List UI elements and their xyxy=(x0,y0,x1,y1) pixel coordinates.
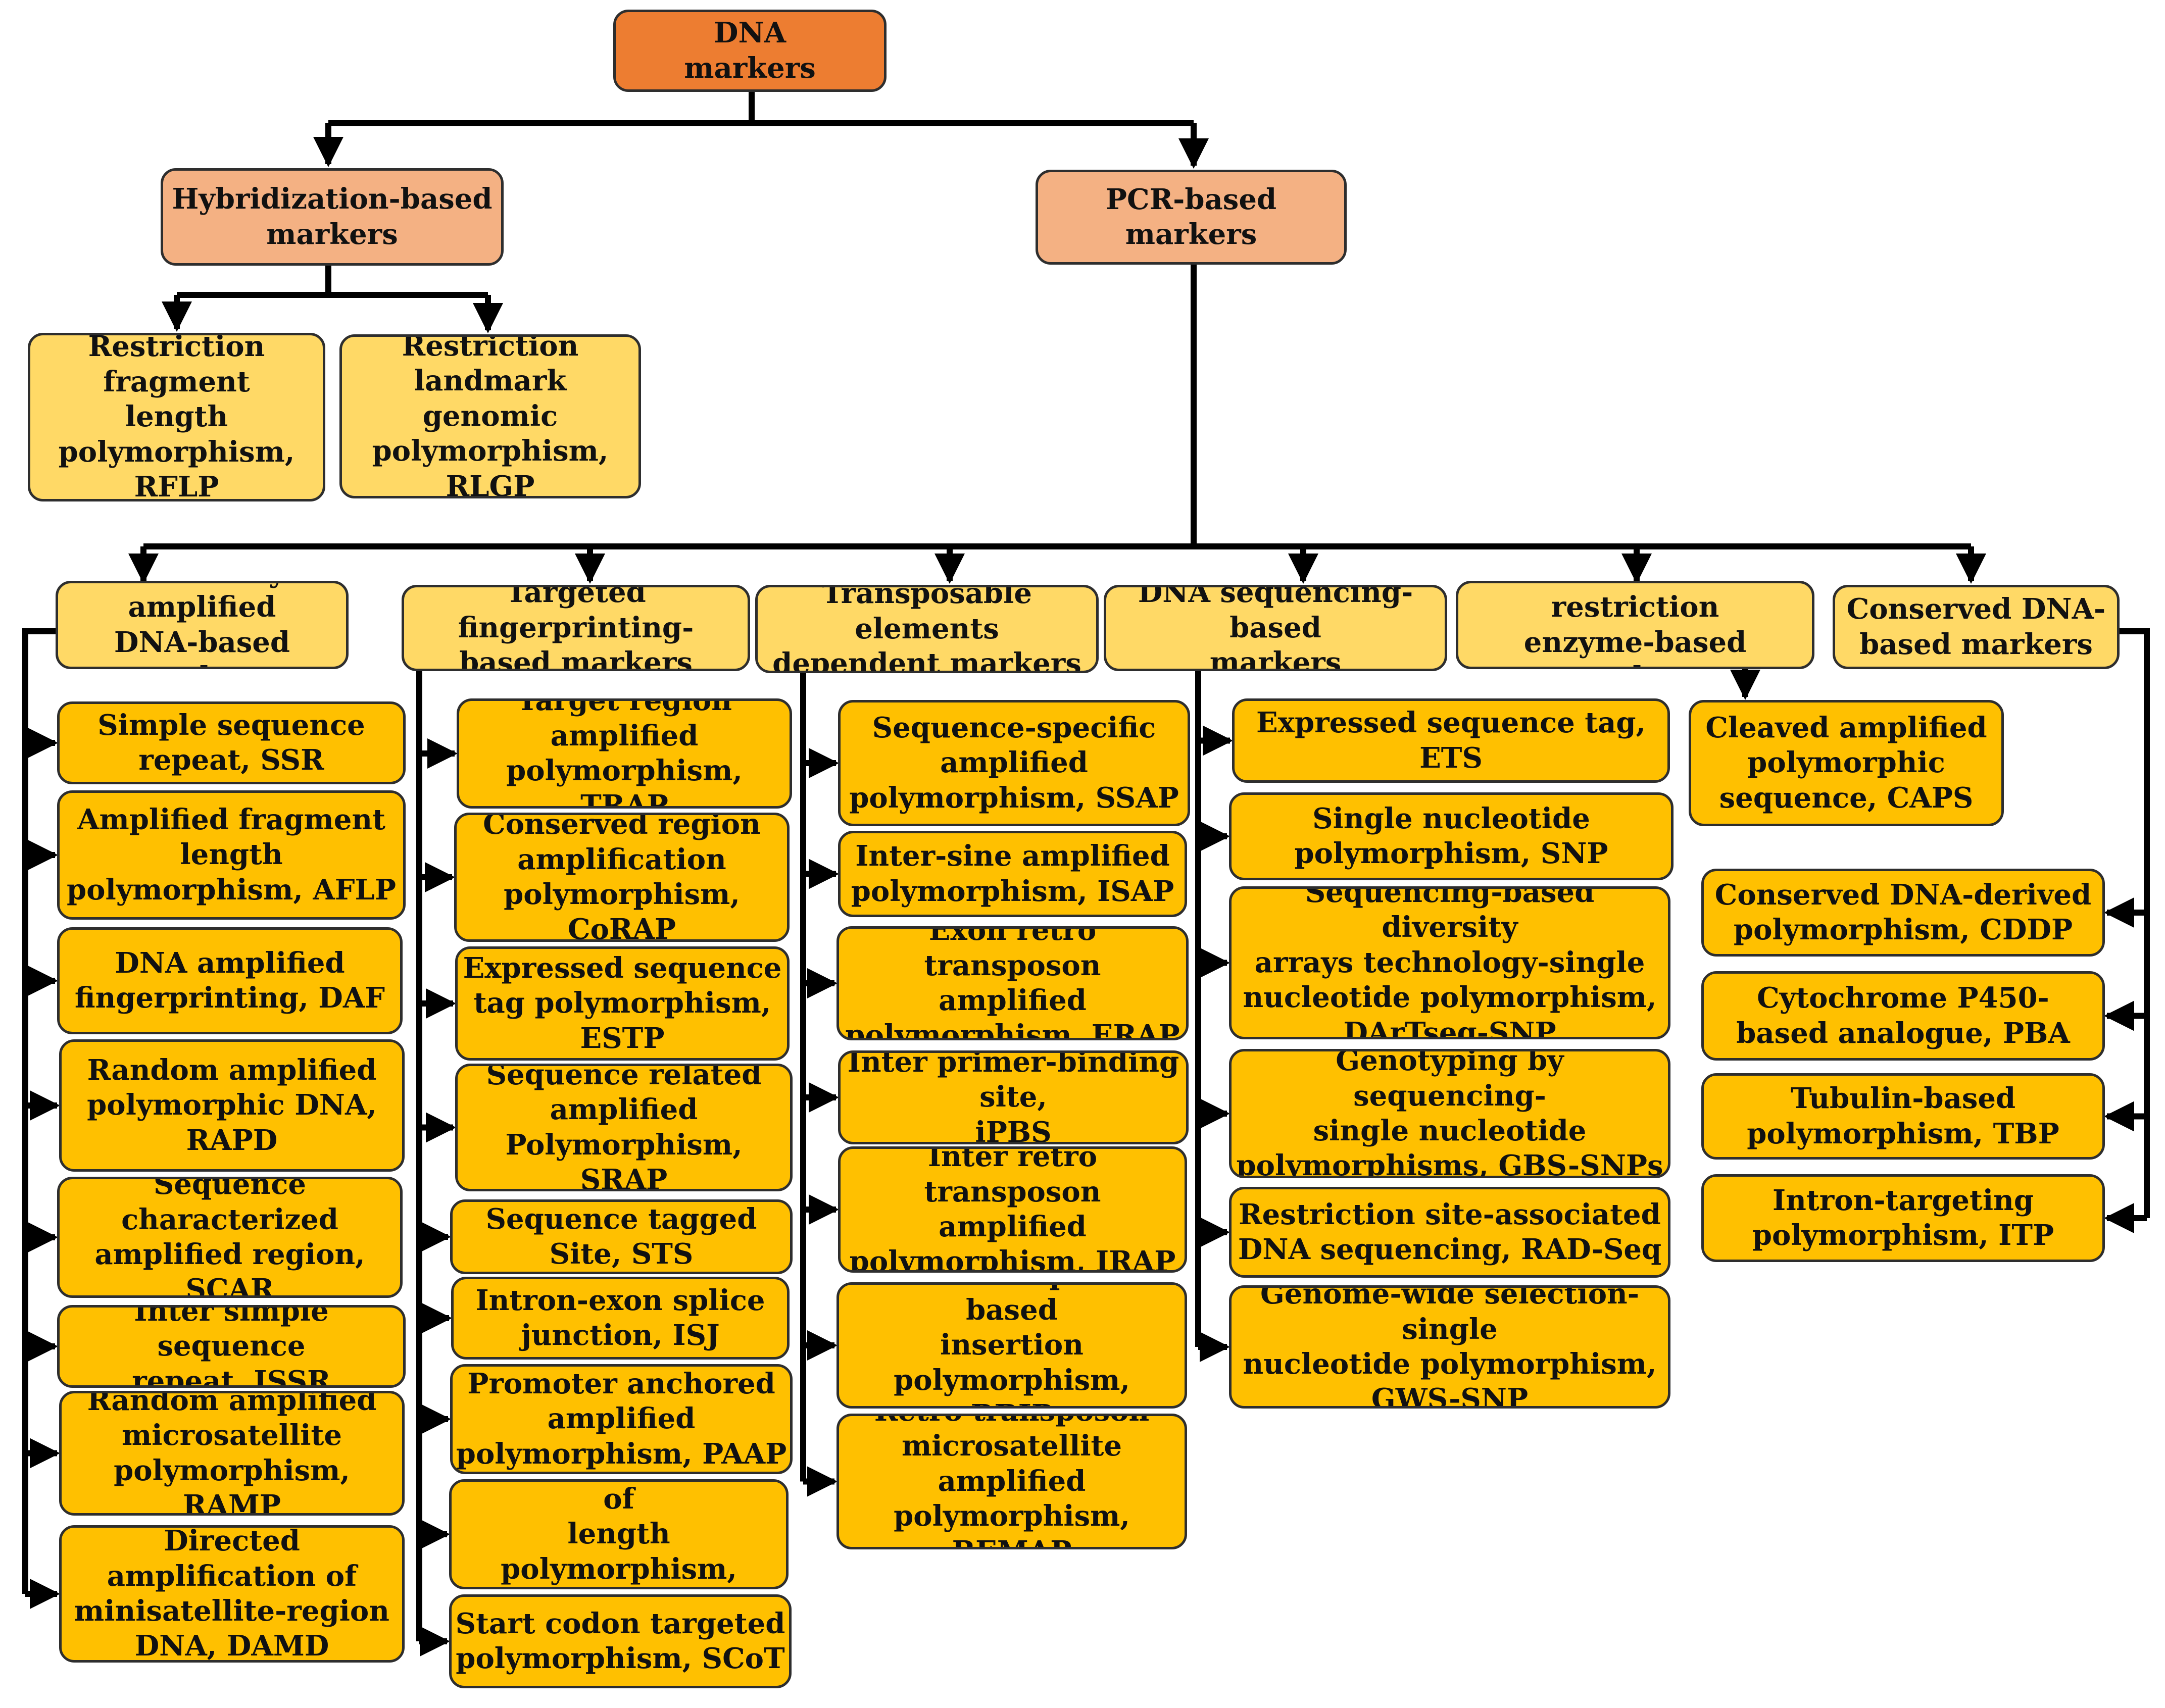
marker-label: Conserved region amplification polymorph… xyxy=(483,813,761,942)
marker-label: Restriction site-associated DNA sequenci… xyxy=(1238,1197,1662,1266)
marker-cddp: Conserved DNA-derived polymorphism, CDDP xyxy=(1701,869,2105,957)
marker-rlgp: Restriction landmark genomic polymorphis… xyxy=(339,334,641,498)
marker-label: Target region amplified polymorphism, TR… xyxy=(506,698,743,809)
category-hybridization-based: Hybridization-based markers xyxy=(161,168,504,266)
marker-dalp: Direct amplification of length polymorph… xyxy=(449,1479,789,1589)
marker-label: Sequence tagged Site, STS xyxy=(485,1202,757,1271)
marker-label: Retro transposon microsatellite amplifie… xyxy=(874,1416,1149,1547)
marker-label: Sequence characterized amplified region,… xyxy=(94,1177,365,1298)
marker-estp: Expressed sequence tag polymorphism, EST… xyxy=(455,946,790,1061)
marker-ramp: Random amplified microsatellite polymorp… xyxy=(59,1391,405,1516)
marker-label: Conserved DNA-derived polymorphism, CDDP xyxy=(1714,878,2092,946)
marker-paap: Promoter anchored amplified polymorphism… xyxy=(450,1364,793,1474)
marker-label: Inter retro transposon amplified polymor… xyxy=(849,1146,1176,1273)
marker-label: Sequence related amplified Polymorphism,… xyxy=(486,1064,762,1191)
group-targeted-fingerprinting: Targeted fingerprinting- based markers xyxy=(402,585,750,671)
marker-label: Single nucleotide polymorphism, SNP xyxy=(1294,801,1608,870)
root-label: DNA markers xyxy=(684,16,816,85)
marker-label: Genotyping by sequencing- single nucleot… xyxy=(1236,1049,1663,1178)
marker-ssap: Sequence-specific amplified polymorphism… xyxy=(838,700,1190,826)
marker-label: Directed amplification of minisatellite-… xyxy=(74,1525,389,1663)
marker-label: Cleaved amplified polymorphic sequence, … xyxy=(1705,711,1987,815)
marker-rflp: Restriction fragment length polymorphism… xyxy=(28,333,325,501)
marker-gws-snp: Genome-wide selection- single nucleotide… xyxy=(1229,1285,1670,1409)
root-node-dna-markers: DNA markers xyxy=(613,10,887,92)
group-endonuclease-restriction: Endonuclease restriction enzyme-based ma… xyxy=(1456,581,1814,669)
marker-label: Retro transposon-based insertion polymor… xyxy=(868,1285,1155,1406)
marker-rbip: Retro transposon-based insertion polymor… xyxy=(837,1282,1187,1409)
group-label: Endonuclease restriction enzyme-based ma… xyxy=(1523,583,1747,667)
marker-label: Restriction fragment length polymorphism… xyxy=(58,333,295,501)
marker-label: Simple sequence repeat, SSR xyxy=(97,708,365,777)
marker-label: Expressed sequence tag, ETS xyxy=(1256,706,1646,775)
marker-label: Start codon targeted polymorphism, SCoT xyxy=(455,1606,785,1675)
marker-label: Random amplified polymorphic DNA, RAPD xyxy=(87,1053,377,1157)
marker-dartseq-snp: Sequencing-based diversity arrays techno… xyxy=(1229,886,1670,1039)
marker-ipbs: Inter primer-binding site, iPBS xyxy=(838,1050,1189,1144)
marker-label: Direct amplification of length polymorph… xyxy=(501,1482,737,1586)
marker-rad-seq: Restriction site-associated DNA sequenci… xyxy=(1229,1187,1670,1278)
marker-label: Amplified fragment length polymorphism, … xyxy=(66,802,397,907)
marker-label: Tubulin-based polymorphism, TBP xyxy=(1747,1082,2059,1150)
marker-tbp: Tubulin-based polymorphism, TBP xyxy=(1701,1073,2105,1160)
marker-label: Inter simple sequence repeat, ISSR xyxy=(132,1305,331,1388)
marker-label: Intron-exon splice junction, ISJ xyxy=(475,1283,765,1352)
group-label: Transposable elements dependent markers xyxy=(772,585,1081,673)
marker-label: Cytochrome P450- based analogue, PBA xyxy=(1736,981,2070,1050)
marker-srap: Sequence related amplified Polymorphism,… xyxy=(455,1064,793,1191)
marker-snp: Single nucleotide polymorphism, SNP xyxy=(1229,792,1674,880)
marker-scot: Start codon targeted polymorphism, SCoT xyxy=(449,1594,792,1688)
marker-isj: Intron-exon splice junction, ISJ xyxy=(451,1277,790,1360)
marker-daf: DNA amplified fingerprinting, DAF xyxy=(57,927,403,1034)
marker-label: Genome-wide selection- single nucleotide… xyxy=(1243,1285,1657,1409)
marker-label: Random amplified microsatellite polymorp… xyxy=(87,1391,377,1516)
marker-pba: Cytochrome P450- based analogue, PBA xyxy=(1701,971,2105,1061)
group-transposable-elements: Transposable elements dependent markers xyxy=(755,585,1099,673)
marker-label: Restriction landmark genomic polymorphis… xyxy=(372,334,609,498)
marker-aflp: Amplified fragment length polymorphism, … xyxy=(57,790,406,920)
marker-itp: Intron-targeting polymorphism, ITP xyxy=(1701,1174,2105,1262)
marker-gbs-snps: Genotyping by sequencing- single nucleot… xyxy=(1229,1049,1670,1178)
marker-isap: Inter-sine amplified polymorphism, ISAP xyxy=(838,831,1187,917)
marker-caps: Cleaved amplified polymorphic sequence, … xyxy=(1689,700,2004,826)
marker-ssr: Simple sequence repeat, SSR xyxy=(57,701,406,784)
group-conserved-dna: Conserved DNA- based markers xyxy=(1833,585,2120,669)
marker-label: Promoter anchored amplified polymorphism… xyxy=(456,1367,787,1471)
connector-line xyxy=(2120,628,2150,1218)
category-pcr-based: PCR-based markers xyxy=(1036,170,1347,265)
marker-sts: Sequence tagged Site, STS xyxy=(450,1199,793,1274)
marker-label: Inter primer-binding site, iPBS xyxy=(847,1050,1179,1144)
marker-rapd: Random amplified polymorphic DNA, RAPD xyxy=(59,1039,405,1172)
marker-irap: Inter retro transposon amplified polymor… xyxy=(838,1146,1187,1273)
marker-label: Sequence-specific amplified polymorphism… xyxy=(849,711,1179,815)
marker-damd: Directed amplification of minisatellite-… xyxy=(59,1525,405,1663)
marker-corap: Conserved region amplification polymorph… xyxy=(454,813,790,942)
category-label: Hybridization-based markers xyxy=(172,182,493,251)
connector-line xyxy=(22,628,56,1594)
marker-issr: Inter simple sequence repeat, ISSR xyxy=(57,1305,406,1388)
group-label: Arbitrarily amplified DNA-based markers xyxy=(114,583,290,667)
marker-label: Intron-targeting polymorphism, ITP xyxy=(1752,1183,2054,1252)
marker-erap: Exon retro transposon amplified polymorp… xyxy=(837,926,1189,1040)
marker-label: Exon retro transposon amplified polymorp… xyxy=(845,926,1180,1040)
marker-label: Sequencing-based diversity arrays techno… xyxy=(1243,886,1657,1039)
marker-remap: Retro transposon microsatellite amplifie… xyxy=(837,1414,1187,1549)
group-arbitrarily-amplified: Arbitrarily amplified DNA-based markers xyxy=(56,581,349,669)
category-label: PCR-based markers xyxy=(1105,182,1277,251)
marker-label: DNA amplified fingerprinting, DAF xyxy=(74,946,385,1015)
group-label: Targeted fingerprinting- based markers xyxy=(458,585,694,671)
marker-ets: Expressed sequence tag, ETS xyxy=(1232,698,1670,783)
group-label: Conserved DNA- based markers xyxy=(1846,592,2106,661)
group-label: DNA sequencing-based markers xyxy=(1138,585,1413,671)
group-dna-sequencing: DNA sequencing-based markers xyxy=(1104,585,1447,671)
marker-scar: Sequence characterized amplified region,… xyxy=(57,1177,403,1298)
marker-label: Inter-sine amplified polymorphism, ISAP xyxy=(851,839,1174,908)
marker-label: Expressed sequence tag polymorphism, EST… xyxy=(463,951,782,1055)
marker-trap: Target region amplified polymorphism, TR… xyxy=(457,698,792,809)
